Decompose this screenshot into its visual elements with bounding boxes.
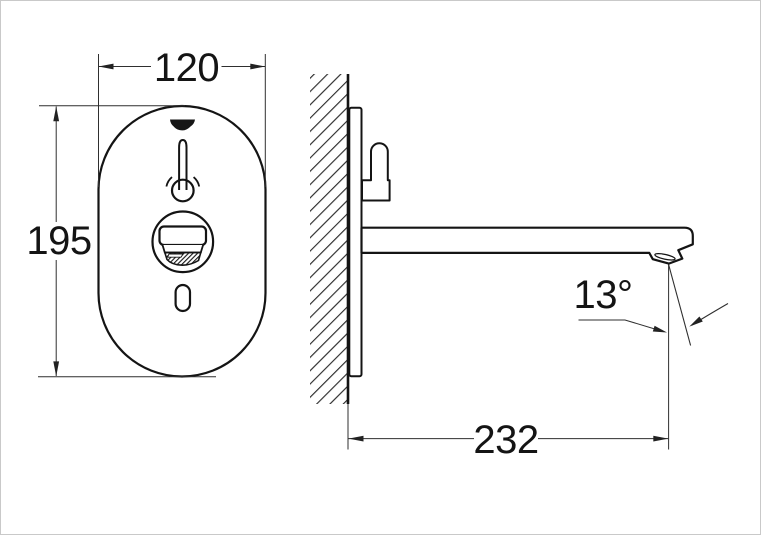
side-plate-outline: [348, 106, 363, 378]
dimension-width-label: 120: [153, 46, 220, 90]
dimension-height-label: 195: [26, 219, 92, 263]
side-aerator-face: [654, 252, 676, 261]
temperature-lever-icon: [165, 139, 201, 203]
dimension-lines-group: [38, 54, 729, 450]
dimension-width-120: [98, 54, 266, 187]
side-spout-outline: [360, 226, 694, 265]
angle-leader-line: [578, 319, 664, 333]
front-view-group: [97, 104, 267, 378]
grohe-logo-icon: [170, 119, 195, 131]
side-lever-outline: [361, 142, 391, 202]
wall-hatching: [310, 74, 348, 404]
sensor-window-icon: [174, 283, 192, 313]
side-view-group: [310, 74, 694, 404]
dimension-angle-13: [578, 264, 729, 346]
spout-outlet-icon: [151, 210, 215, 274]
spray-angle-line: [668, 264, 692, 346]
dimension-height-195: [38, 105, 216, 378]
dimension-reach-label: 232: [473, 418, 539, 462]
dimension-reach-232: [347, 264, 670, 450]
dimension-angle-label: 13°: [573, 273, 634, 317]
